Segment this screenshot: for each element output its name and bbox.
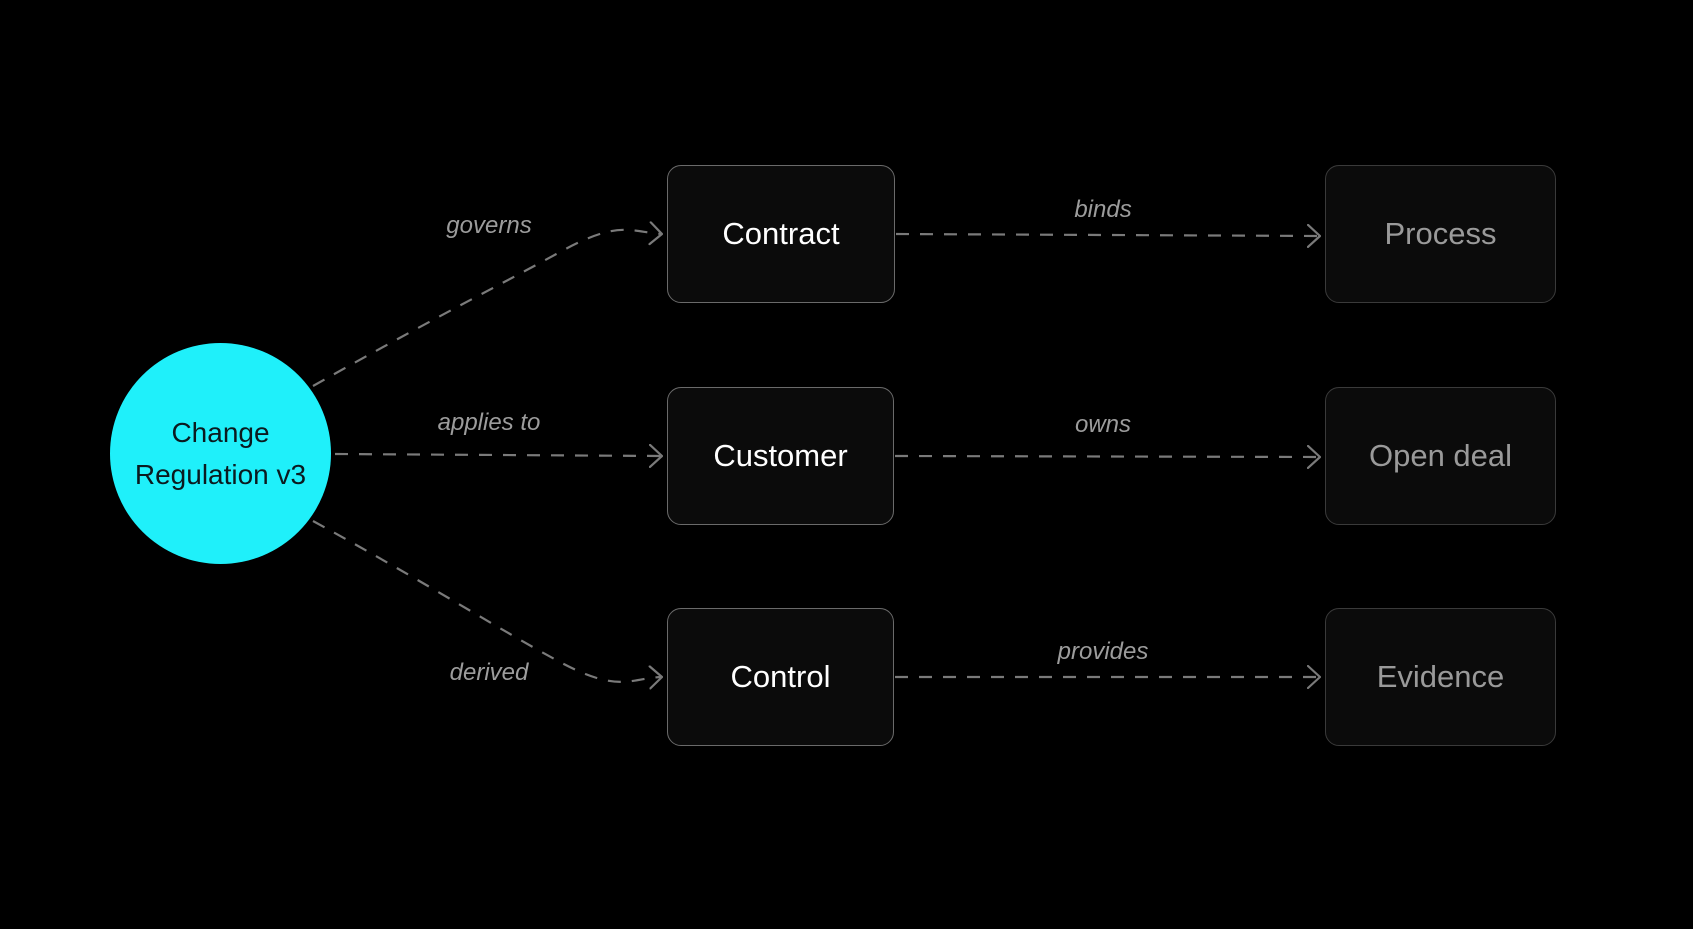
edge-label-derived: derived [449,659,529,686]
node-contract-label: Contract [722,216,840,251]
node-open-deal[interactable]: Open deal [1325,387,1556,525]
node-contract[interactable]: Contract [667,165,895,303]
edge-label-provides: provides [1057,638,1149,665]
source-node-change-regulation[interactable]: Change Regulation v3 [110,343,331,564]
edge-label-governs: governs [446,212,532,239]
edge-applies-to [334,454,662,456]
source-label-line1: Change [171,416,270,448]
node-control-label: Control [730,659,831,694]
edge-owns [894,456,1320,457]
node-evidence-label: Evidence [1376,659,1505,694]
edge-label-binds: binds [1074,196,1132,223]
node-customer[interactable]: Customer [667,387,894,525]
node-process[interactable]: Process [1325,165,1556,303]
edge-governs [312,230,662,387]
node-evidence[interactable]: Evidence [1325,608,1556,746]
edge-binds [895,234,1320,236]
edge-label-applies-to: applies to [437,409,541,436]
edge-derived [312,520,662,682]
edge-label-owns: owns [1074,411,1132,438]
node-process-label: Process [1384,216,1497,251]
node-customer-label: Customer [713,438,848,473]
source-label-line2: Regulation v3 [134,458,307,490]
node-control[interactable]: Control [667,608,894,746]
node-open-deal-label: Open deal [1368,438,1513,473]
